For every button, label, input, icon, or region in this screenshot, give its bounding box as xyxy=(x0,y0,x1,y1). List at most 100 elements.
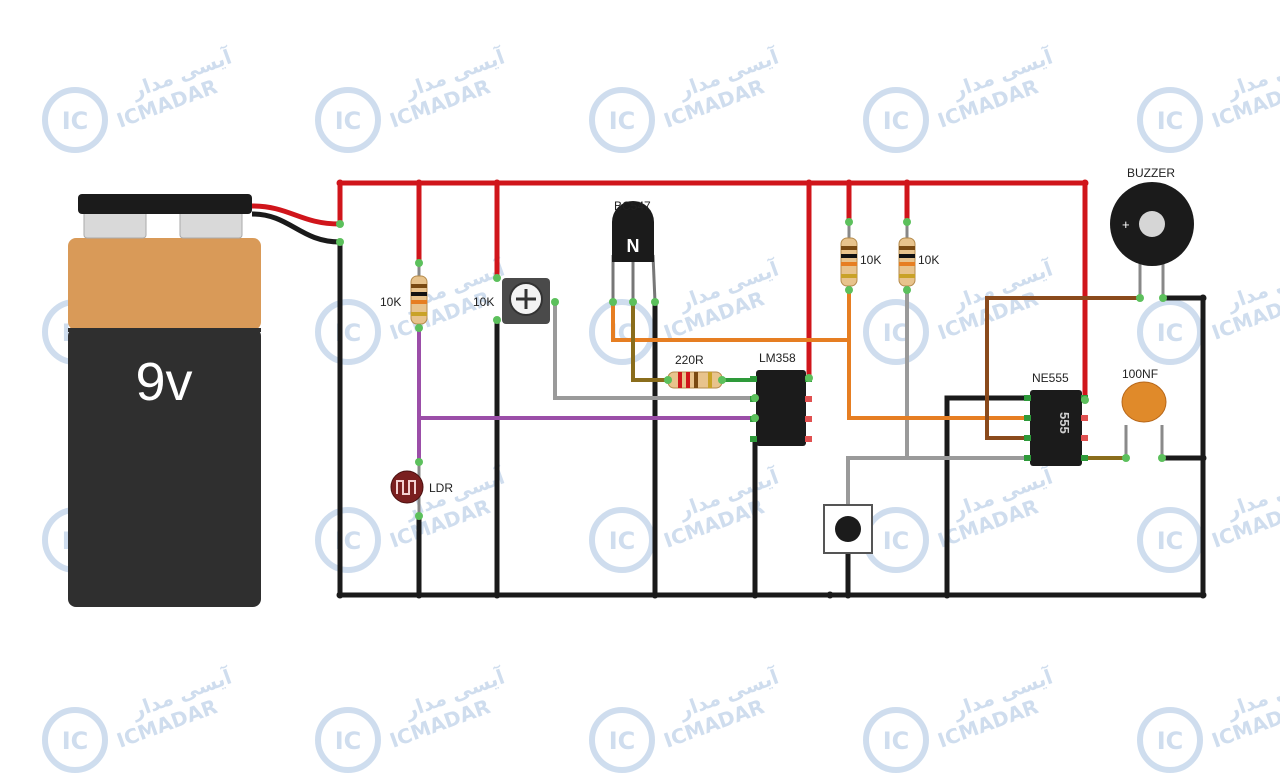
connection-node xyxy=(1136,294,1144,302)
resistor-band xyxy=(841,262,857,266)
capacitor-leads xyxy=(1124,425,1164,458)
wire-brown-buzzer xyxy=(985,296,1140,440)
purple-wires xyxy=(417,328,755,462)
watermark-logo-text: IC xyxy=(1157,319,1184,347)
orange-wires xyxy=(611,290,1028,420)
connection-node xyxy=(1081,396,1089,404)
battery: 9v xyxy=(68,194,261,607)
red-supply-wires xyxy=(337,180,1088,403)
watermark-logo-text: IC xyxy=(609,727,636,755)
ldr: LDR xyxy=(390,462,453,516)
resistor-band xyxy=(686,372,690,388)
transistor-bc547: N BC547 xyxy=(611,199,657,303)
watermark-logo-ring xyxy=(1137,707,1203,773)
trimmer-label: 10K xyxy=(473,295,494,309)
brown-wires xyxy=(631,296,1140,460)
resistor-timer-a: 10K xyxy=(840,222,881,290)
connection-node xyxy=(751,394,759,402)
resistor-band xyxy=(708,372,712,388)
wire-olive-220 xyxy=(631,302,668,382)
connection-node xyxy=(903,218,911,226)
watermark-logo-ring xyxy=(589,299,655,365)
lm358-pin xyxy=(750,376,757,382)
resistor-band xyxy=(899,262,915,266)
ne555-pin xyxy=(1024,455,1031,461)
resistor-timer-b: 10K xyxy=(898,222,939,290)
push-button-cap xyxy=(835,516,861,542)
resistor-band xyxy=(899,246,915,250)
ne555-pin xyxy=(1081,415,1088,421)
supply-node xyxy=(336,179,344,187)
connection-node xyxy=(415,458,423,466)
battery-lead-red xyxy=(251,203,341,227)
wire-gray-trimmer xyxy=(553,302,755,400)
ground-node xyxy=(1199,294,1207,302)
watermark-logo-ring xyxy=(1137,299,1203,365)
connection-node xyxy=(336,238,344,246)
transistor-leg xyxy=(651,254,657,303)
ne555-label: NE555 xyxy=(1032,371,1069,385)
connection-node xyxy=(415,512,423,520)
ne555-pin xyxy=(1024,395,1031,401)
ldr-track xyxy=(396,480,416,495)
ground-node xyxy=(943,591,951,599)
connection-nodes xyxy=(336,179,1207,599)
ground-node xyxy=(651,591,659,599)
supply-node xyxy=(845,179,853,187)
battery-clip xyxy=(78,194,252,214)
watermark-logo-ring xyxy=(589,87,655,153)
watermark-logo-text: IC xyxy=(883,527,910,555)
watermark-logo-ring xyxy=(863,707,929,773)
connection-node xyxy=(805,374,813,382)
watermark-logo-ring xyxy=(315,299,381,365)
connection-node xyxy=(336,220,344,228)
connection-node xyxy=(845,286,853,294)
connection-node xyxy=(609,298,617,306)
battery-lead-black xyxy=(251,211,341,245)
resistor-band xyxy=(411,284,427,288)
connection-node xyxy=(1158,454,1166,462)
connection-node xyxy=(415,259,423,267)
watermark-logo-text: IC xyxy=(335,107,362,135)
watermark-logo-ring xyxy=(1137,87,1203,153)
wire-orange-reset xyxy=(847,290,1028,420)
watermark-logo-text: IC xyxy=(62,727,89,755)
buzzer: + BUZZER xyxy=(1110,166,1194,298)
resistor-band xyxy=(899,274,915,278)
watermark-logo-text: IC xyxy=(883,107,910,135)
watermark-logo-ring xyxy=(589,507,655,573)
watermark-logo-ring xyxy=(589,707,655,773)
connection-node xyxy=(415,324,423,332)
resistor-band xyxy=(841,246,857,250)
resistor-band xyxy=(411,312,427,316)
connection-node xyxy=(751,414,759,422)
watermark-logo-text: IC xyxy=(1157,107,1184,135)
watermark-logo-text: IC xyxy=(883,319,910,347)
connection-node xyxy=(493,274,501,282)
resistor-band xyxy=(694,372,698,388)
ground-node xyxy=(826,591,834,599)
ground-node xyxy=(415,591,423,599)
ground-node xyxy=(493,591,501,599)
ne555-pin xyxy=(1081,435,1088,441)
watermark-logo-text: IC xyxy=(1157,527,1184,555)
battery-terminal-positive xyxy=(179,209,243,239)
watermark-logo-text: IC xyxy=(1157,727,1184,755)
ne555-pin xyxy=(1024,435,1031,441)
watermark-logo-text: IC xyxy=(609,527,636,555)
watermark-logo-ring xyxy=(315,707,381,773)
wire-black-ne555-gnd xyxy=(944,395,1031,598)
ne555-pin xyxy=(1081,455,1088,461)
ground-node xyxy=(1199,591,1207,599)
